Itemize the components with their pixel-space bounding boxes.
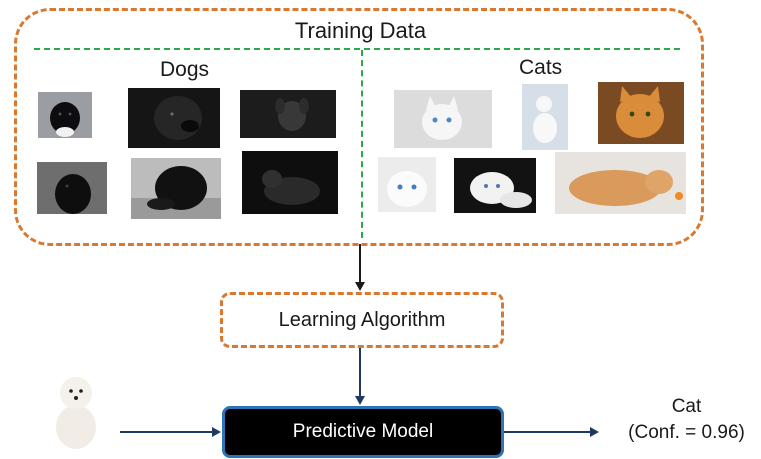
arrow-algorithm-to-model bbox=[355, 348, 365, 405]
dog-photo-2 bbox=[128, 88, 220, 148]
divider-horizontal bbox=[34, 48, 680, 50]
prediction-label: Cat bbox=[671, 396, 702, 417]
arrow-input-to-model bbox=[120, 427, 221, 437]
cat-photo-5 bbox=[454, 158, 536, 213]
training-data-title: Training Data bbox=[294, 18, 427, 43]
cat-photo-1 bbox=[394, 90, 492, 148]
dog-photo-5 bbox=[131, 158, 221, 219]
learning-algorithm-label: Learning Algorithm bbox=[278, 308, 446, 331]
arrow-training-to-algorithm bbox=[355, 244, 365, 291]
prediction-confidence: (Conf. = 0.96) bbox=[628, 422, 745, 443]
cat-photo-3 bbox=[598, 82, 684, 144]
dogs-label: Dogs bbox=[160, 58, 210, 81]
input-dog-photo bbox=[44, 367, 108, 453]
dog-photo-1 bbox=[38, 92, 92, 138]
dog-photo-4 bbox=[37, 162, 107, 214]
cat-photo-6 bbox=[555, 152, 686, 214]
cat-photo-2 bbox=[522, 84, 568, 150]
predictive-model-label: Predictive Model bbox=[292, 421, 434, 442]
learning-algorithm-box: Learning Algorithm bbox=[220, 292, 504, 348]
dog-photo-6 bbox=[242, 151, 338, 214]
divider-vertical bbox=[361, 50, 363, 238]
prediction-output: Cat (Conf. = 0.96) bbox=[612, 394, 761, 446]
arrow-model-to-output bbox=[504, 427, 599, 437]
cats-label: Cats bbox=[519, 56, 563, 79]
cat-photo-4 bbox=[378, 157, 436, 212]
dog-photo-3 bbox=[240, 90, 336, 138]
predictive-model-box: Predictive Model bbox=[222, 406, 504, 458]
